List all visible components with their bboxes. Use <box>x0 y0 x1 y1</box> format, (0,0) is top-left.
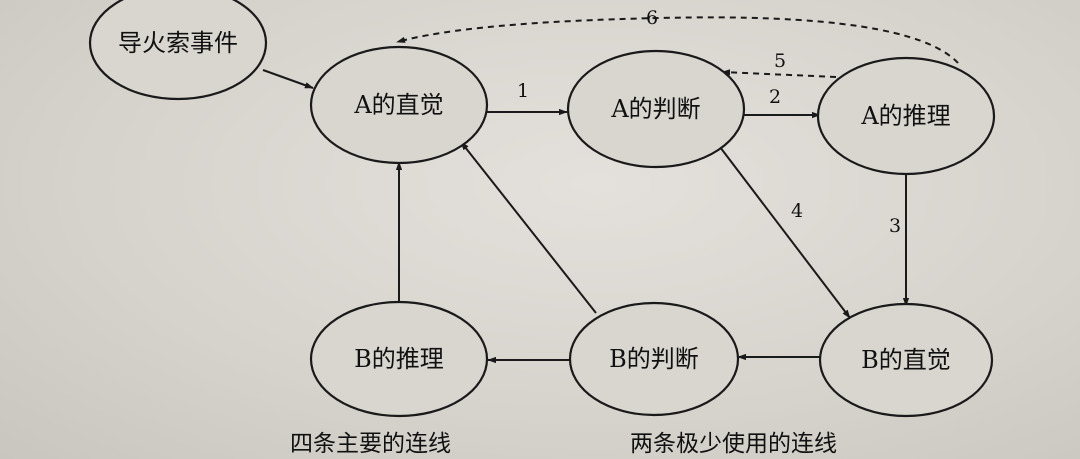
caption-rare-links: 两条极少使用的连线 <box>630 431 837 457</box>
node-a-judgment: A的判断 <box>566 49 746 169</box>
node-b-judgment: B的判断 <box>568 301 740 417</box>
edge-trigger-to-a-intuition <box>262 69 314 89</box>
node-b-intuition-label: B的直觉 <box>861 346 951 374</box>
node-b-reasoning: B的推理 <box>309 300 489 418</box>
node-a-intuition-label: A的直觉 <box>353 91 443 119</box>
node-a-reasoning: A的推理 <box>816 56 996 176</box>
edge-5 <box>721 69 837 78</box>
edge-label-6: 6 <box>646 7 658 29</box>
node-a-judgment-label: A的判断 <box>610 95 700 123</box>
edge-4 <box>719 146 851 319</box>
caption-main-links: 四条主要的连线 <box>290 431 451 457</box>
node-a-reasoning-label: A的推理 <box>860 102 950 130</box>
edge-b-judgment-to-a-intuition <box>460 141 597 314</box>
edge-label-5: 5 <box>774 50 786 72</box>
node-trigger-event: 导火索事件 <box>88 0 268 101</box>
edge-label-4: 4 <box>791 200 803 222</box>
edge-label-2: 2 <box>769 86 781 108</box>
node-b-reasoning-label: B的推理 <box>354 345 444 373</box>
node-trigger-event-label: 导火索事件 <box>118 29 238 57</box>
edge-label-3: 3 <box>889 215 901 237</box>
edge-6 <box>396 16 959 64</box>
node-b-intuition: B的直觉 <box>818 302 994 418</box>
node-a-intuition: A的直觉 <box>309 45 489 165</box>
node-b-judgment-label: B的判断 <box>609 345 699 373</box>
edge-label-1: 1 <box>517 80 529 102</box>
